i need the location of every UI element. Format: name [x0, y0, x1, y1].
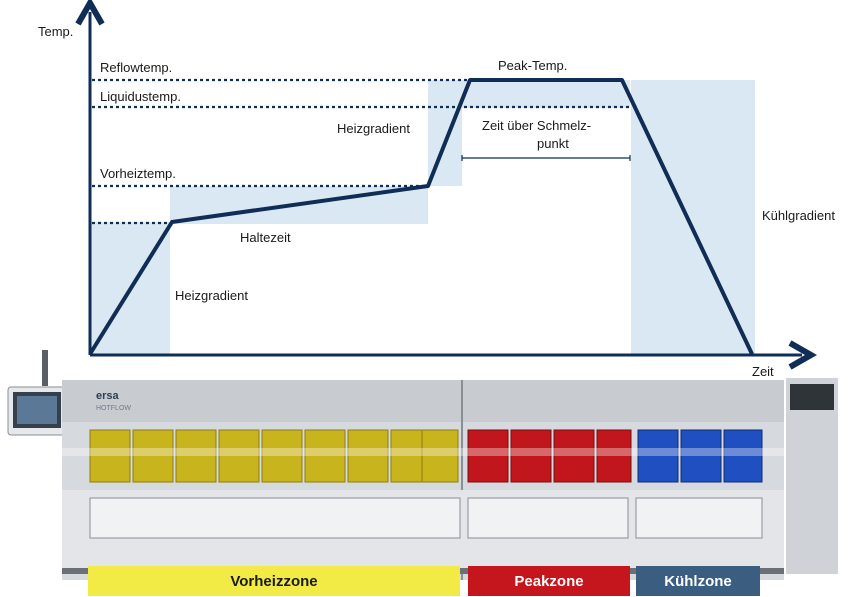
reflow-temp-label: Reflowtemp. [100, 60, 172, 75]
time-above-liquidus-label-line2: punkt [537, 136, 569, 151]
preheat-zone-label: Vorheizzone [88, 566, 460, 596]
reflow-oven-illustration: ersa HOTFLOW [7, 350, 838, 580]
shade-cool [631, 80, 755, 354]
temperature-profile-curve [88, 78, 754, 356]
level-lines [92, 78, 630, 225]
phase-shading [90, 80, 755, 354]
hold-time-label: Haltezeit [240, 230, 291, 245]
oven-hood [62, 380, 784, 422]
heat-gradient-1-label: Heizgradient [175, 288, 248, 303]
shade-peak [462, 80, 630, 108]
y-axis-label: Temp. [38, 24, 73, 39]
oven-brand: ersa [96, 390, 120, 402]
preheat-modules [89, 429, 459, 483]
peak-zone-label: Peakzone [468, 566, 630, 596]
cool-zone-label: Kühlzone [636, 566, 760, 596]
peak-zone-text: Peakzone [514, 572, 584, 590]
time-above-liquidus-label-line1: Zeit über Schmelz- [482, 118, 591, 133]
conveyor-rail [62, 448, 784, 456]
preheat-zone-text: Vorheizzone [230, 572, 318, 590]
signal-light-post [42, 350, 48, 386]
cool-zone-text: Kühlzone [664, 572, 732, 590]
peak-modules [467, 429, 632, 483]
liquidus-temp-label: Liquidustemp. [100, 89, 181, 104]
heat-gradient-2-label: Heizgradient [337, 121, 410, 136]
peak-temp-label: Peak-Temp. [498, 58, 567, 73]
x-axis-label: Zeit [752, 364, 774, 379]
oven-model: HOTFLOW [96, 405, 131, 412]
preheat-temp-label: Vorheiztemp. [100, 166, 176, 181]
cool-modules [637, 429, 763, 483]
cooling-gradient-label: Kühlgradient [762, 208, 835, 223]
lower-cabinet-doors [89, 497, 763, 539]
exit-tower [786, 378, 838, 574]
